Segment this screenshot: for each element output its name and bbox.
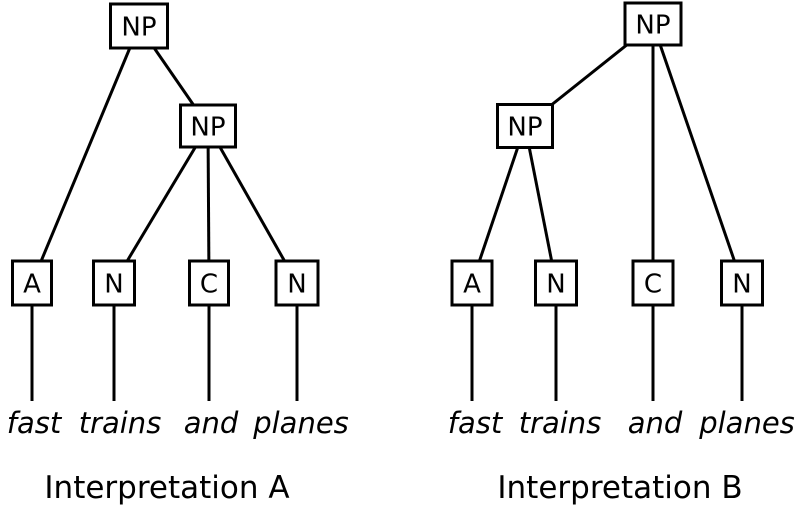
node-box-np [496,103,554,149]
tree-edge-np2-n1 [112,125,210,284]
tree-edge-np2-n1 [523,125,558,284]
node-label-np: NP [635,11,670,41]
node-box-np [179,103,237,149]
node-box-c [631,259,675,307]
node-box-n [534,259,578,307]
node-box-n [92,259,136,307]
tree-edge-np2-a [470,125,527,284]
word-trains: trains [519,406,602,440]
word-planes: planes [698,406,795,440]
word-fast: fast [448,406,504,440]
node-label-n: N [546,270,565,300]
word-and: and [184,406,239,440]
node-label-n: N [732,270,751,300]
tree-edge-np1-n2 [651,23,744,284]
tree-edge-np2-c [206,125,211,284]
tree-edge-np2-n2 [206,125,299,284]
caption-interpretation-b: Interpretation B [497,470,743,506]
node-box-np [623,1,683,47]
node-label-a: A [23,270,41,300]
node-label-a: A [463,270,481,300]
node-label-n: N [287,270,306,300]
node-label-np: NP [507,113,542,143]
node-box-n [720,259,764,307]
node-label-c: C [644,270,662,300]
node-box-c [188,259,230,307]
word-planes: planes [252,406,349,440]
tree-edge-np1-a [30,25,141,284]
node-box-a [11,259,53,307]
node-label-np: NP [121,13,156,43]
node-label-n: N [104,270,123,300]
word-fast: fast [7,406,63,440]
caption-interpretation-a: Interpretation A [44,470,290,506]
node-box-a [450,259,494,307]
node-box-n [274,259,320,307]
word-and: and [628,406,683,440]
node-box-np [109,2,169,50]
node-label-c: C [200,270,218,300]
word-trains: trains [79,406,162,440]
node-label-np: NP [190,113,225,143]
